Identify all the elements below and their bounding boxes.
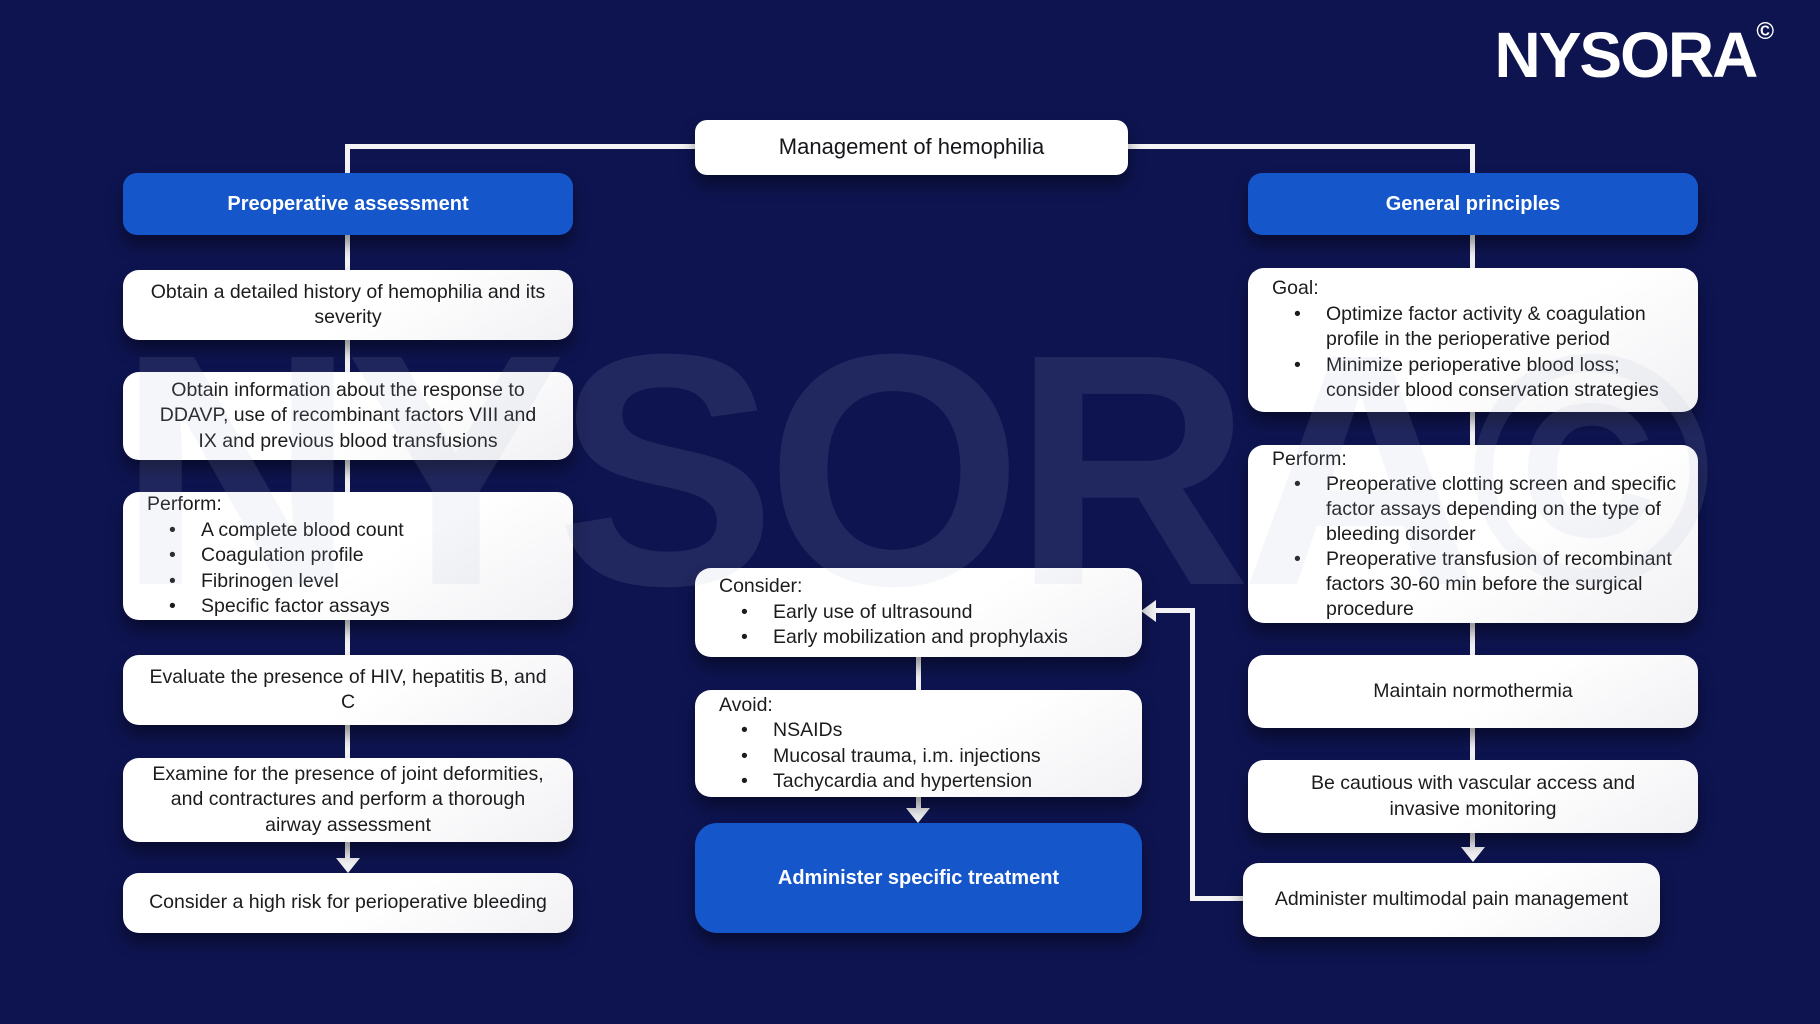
left-header-box: Preoperative assessment [123,173,573,235]
page-title: Management of hemophilia [778,134,1045,160]
list-item: Preoperative transfusion of recombinant … [1272,547,1678,622]
list-item: NSAIDs [719,718,1122,744]
box-text: Examine for the presence of joint deform… [152,762,544,836]
box-administer-specific-treatment: Administer specific treatment [695,823,1142,933]
box-ddavp-response: Obtain information about the response to… [123,372,573,460]
nysora-logo: NYSORA© [1495,18,1775,88]
connector-title-right-line [1128,144,1473,149]
list-item: Early use of ultrasound [719,600,1122,626]
connector-avoid-action-line [916,795,921,811]
bullet-list: A complete blood count Coagulation profi… [147,518,553,620]
box-text: Consider a high risk for perioperative b… [149,891,547,914]
logo-text: NYSORA [1494,19,1759,91]
list-item: Preoperative clotting screen and specifi… [1272,472,1678,547]
list-item: A complete blood count [147,518,553,544]
box-goal: Goal: Optimize factor activity & coagula… [1248,268,1698,412]
box-text: Obtain a detailed history of hemophilia … [150,280,546,328]
list-item: Fibrinogen level [147,569,553,595]
list-heading: Goal: [1272,277,1319,300]
connector-feedback-vertical-line [1190,608,1195,901]
box-perioperative-bleeding-risk: Consider a high risk for perioperative b… [123,873,573,933]
arrow-down-icon [336,858,360,873]
connector-feedback-bottom-line [1190,896,1248,901]
box-text: Maintain normothermia [1373,679,1573,702]
list-item: Mucosal trauma, i.m. injections [719,744,1122,770]
arrow-down-icon [906,808,930,823]
box-joint-deformities: Examine for the presence of joint deform… [123,758,573,842]
connector-feedback-top-line [1156,608,1195,613]
box-text: Obtain information about the response to… [159,378,537,452]
list-item: Minimize perioperative blood loss; consi… [1272,353,1678,404]
action-label: Administer specific treatment [777,867,1060,889]
title-box: Management of hemophilia [695,120,1128,175]
box-text: Evaluate the presence of HIV, hepatitis … [149,665,547,713]
logo-copyright-icon: © [1756,18,1774,45]
bullet-list: NSAIDs Mucosal trauma, i.m. injections T… [719,718,1122,795]
list-heading: Consider: [719,575,803,598]
left-header-label: Preoperative assessment [227,193,469,215]
list-heading: Perform: [147,493,222,516]
list-heading: Avoid: [719,693,773,716]
arrow-down-icon [1461,847,1485,862]
bullet-list: Optimize factor activity & coagulation p… [1272,302,1678,404]
box-perform-tests: Perform: A complete blood count Coagulat… [123,492,573,620]
bullet-list: Preoperative clotting screen and specifi… [1272,472,1678,622]
right-header-label: General principles [1385,193,1561,215]
box-avoid: Avoid: NSAIDs Mucosal trauma, i.m. injec… [695,690,1142,797]
box-multimodal-pain: Administer multimodal pain management [1243,863,1660,937]
box-maintain-normothermia: Maintain normothermia [1248,655,1698,728]
list-item: Tachycardia and hypertension [719,769,1122,795]
box-detailed-history: Obtain a detailed history of hemophilia … [123,270,573,340]
bullet-list: Early use of ultrasound Early mobilizati… [719,600,1122,651]
arrow-left-icon [1141,600,1156,622]
box-hiv-hepatitis: Evaluate the presence of HIV, hepatitis … [123,655,573,725]
box-text: Administer multimodal pain management [1274,888,1629,911]
list-heading: Perform: [1272,447,1347,470]
connector-title-left-line [348,144,695,149]
connector-consider-avoid-line [916,655,921,697]
list-item: Specific factor assays [147,594,553,620]
box-text: Be cautious with vascular access and inv… [1310,772,1636,820]
list-item: Coagulation profile [147,543,553,569]
list-item: Early mobilization and prophylaxis [719,625,1122,651]
right-header-box: General principles [1248,173,1698,235]
box-perform-general: Perform: Preoperative clotting screen an… [1248,445,1698,623]
list-item: Optimize factor activity & coagulation p… [1272,302,1678,353]
box-consider: Consider: Early use of ultrasound Early … [695,568,1142,657]
box-vascular-access: Be cautious with vascular access and inv… [1248,760,1698,833]
